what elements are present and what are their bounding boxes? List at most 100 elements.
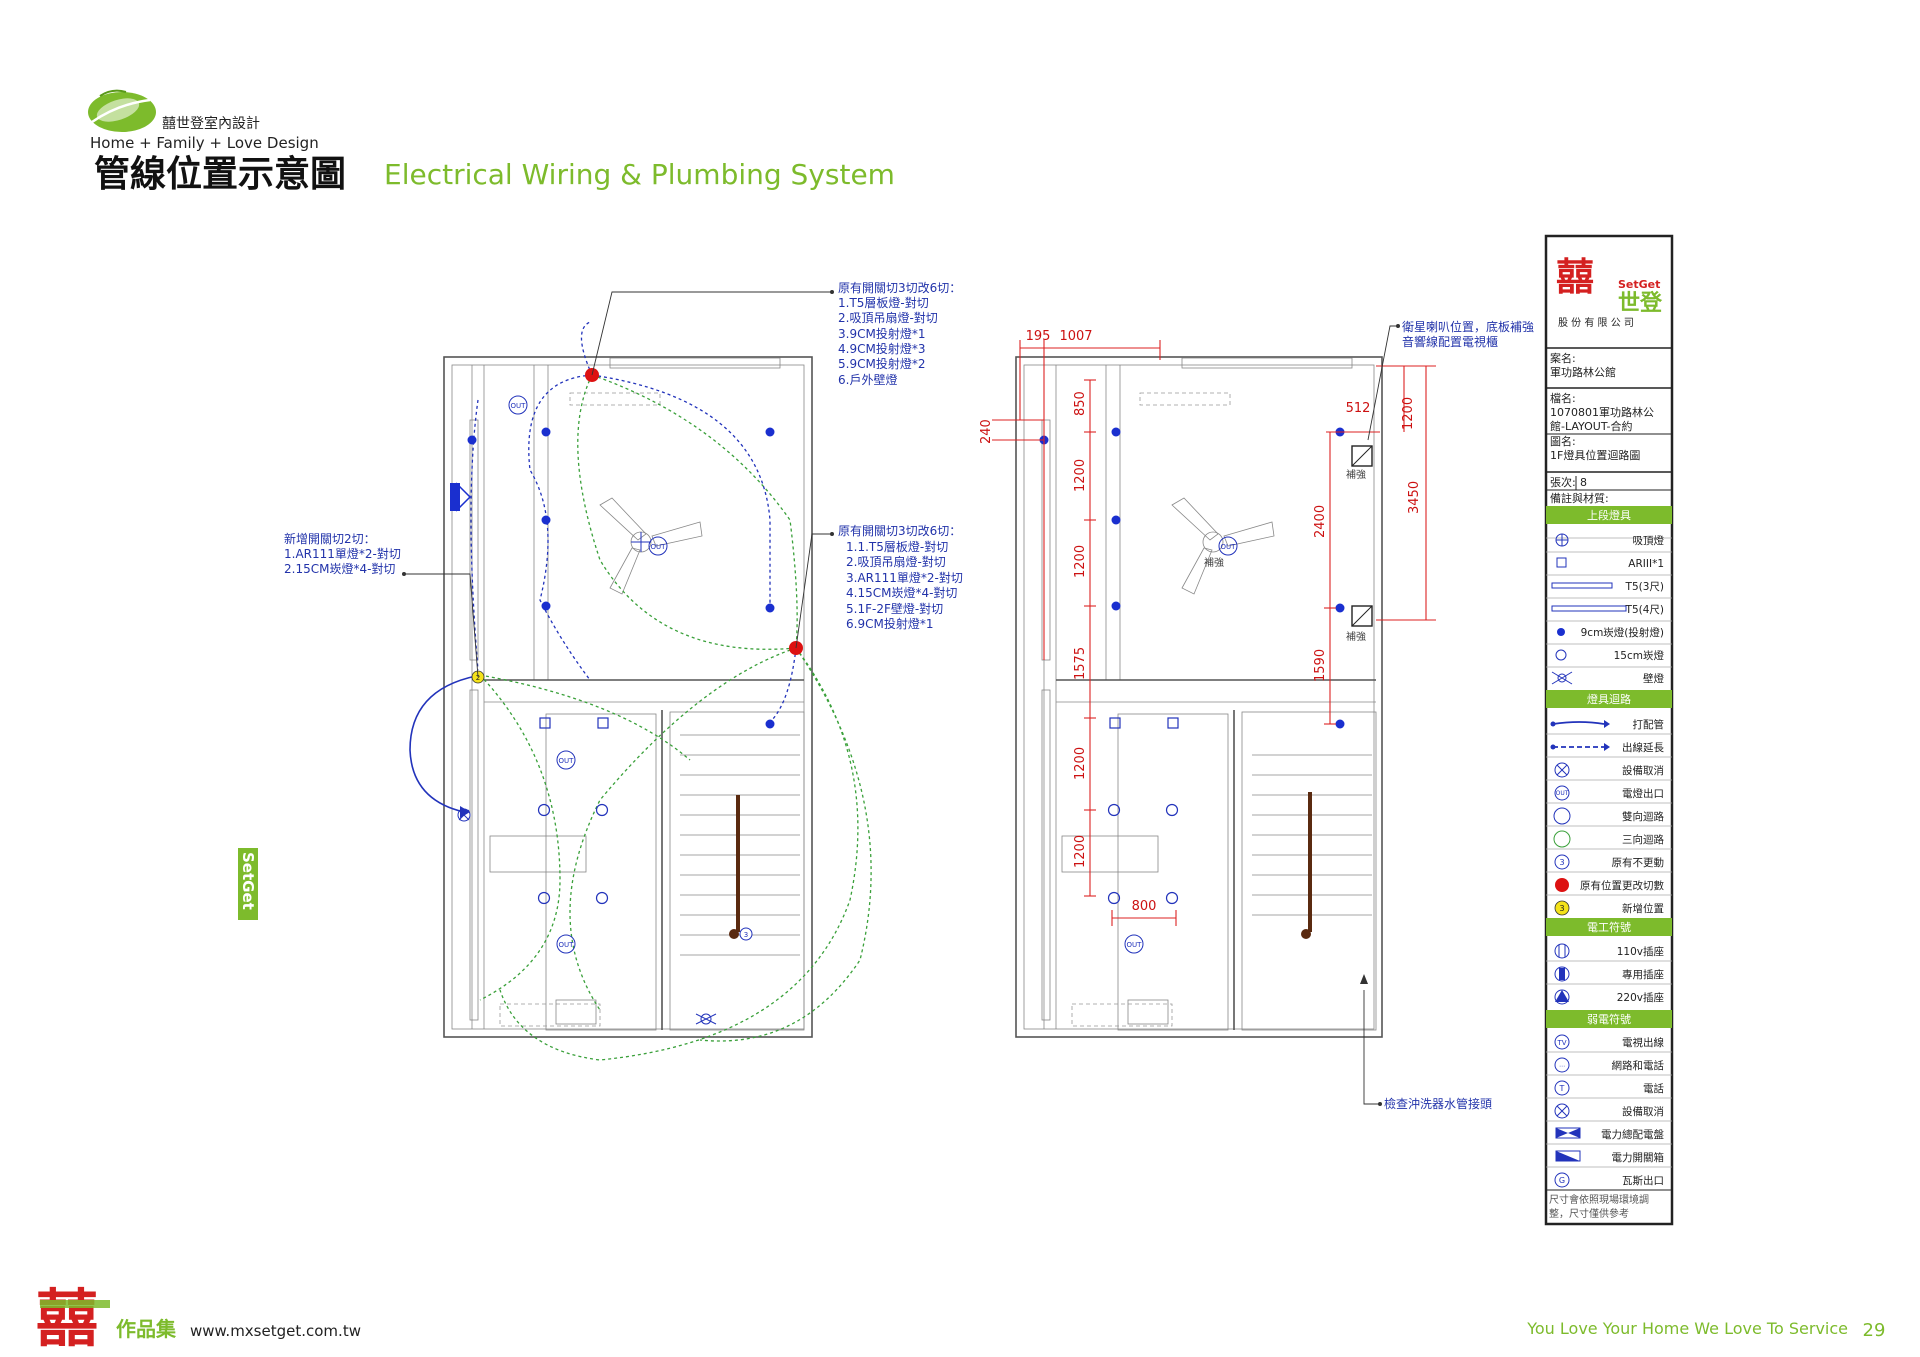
outlet-out-icon: OUT — [508, 395, 528, 415]
page-number: 29 — [1863, 1320, 1886, 1341]
note-line: 3.AR111單燈*2-對切 — [846, 570, 963, 585]
legend-row: 雙向迴路 — [1546, 802, 1672, 825]
legend-row: 9cm崁燈(投射燈) — [1546, 620, 1672, 639]
legend-row: 3 新增位置 — [1546, 894, 1672, 916]
footer-website: www.mxsetget.com.tw — [190, 1322, 361, 1340]
note-line: 2.15CM崁燈*4-對切 — [284, 561, 395, 576]
legend-row: ⋯ 網路和電話 — [1546, 1051, 1672, 1073]
brand-name-en: Home + Family + Love Design — [90, 134, 319, 152]
note-line: 1.AR111單燈*2-對切 — [284, 546, 401, 561]
legend-label: 電燈出口 — [1622, 787, 1664, 800]
legend-row: 電力總配電盤 — [1546, 1120, 1672, 1141]
legend-row: 15cm崁燈 — [1546, 643, 1672, 662]
legend-label: 原有不更動 — [1612, 856, 1665, 869]
brand-name-cn: 囍世登室內設計 — [162, 115, 260, 132]
section-electric: 電工符號 — [1587, 921, 1631, 934]
svg-text:囍: 囍 — [36, 1282, 98, 1355]
dimension-label: 800 — [1132, 899, 1157, 914]
project-value: 軍功路林公館 — [1550, 365, 1616, 379]
section-circuits: 燈具迴路 — [1587, 692, 1631, 706]
footer-note: 尺寸會依照現場環境調 — [1549, 1193, 1649, 1206]
brand-logo — [88, 89, 156, 132]
note-line: 6.9CM投射燈*1 — [846, 616, 933, 631]
drawing-value: 1F燈具位置迴路圖 — [1550, 448, 1640, 462]
svg-text:3: 3 — [1559, 858, 1564, 867]
legend-row: 原有位置更改切數 — [1546, 871, 1672, 892]
stairs-right — [1252, 754, 1372, 939]
legend-row: 專用插座 — [1546, 960, 1672, 982]
dimension-label: 512 — [1346, 401, 1371, 416]
section-fixtures: 上段燈具 — [1587, 508, 1631, 522]
legend-row: 設備取消 — [1546, 1097, 1672, 1119]
file-value: 1070801軍功路林公 — [1550, 405, 1654, 419]
legend-row: 電力開關箱 — [1546, 1143, 1672, 1164]
file-label: 檔名: — [1550, 391, 1576, 405]
note-water: 檢查沖洗器水管接頭 — [1384, 1096, 1492, 1111]
dimension-label: 1200 — [1073, 835, 1088, 868]
note-line: 5.9CM投射燈*2 — [838, 356, 925, 371]
left-floor-plan: OUT OUT OUT OUT — [402, 290, 872, 1061]
legend-row: 打配管 — [1550, 718, 1665, 731]
file-value: 館-LAYOUT-合約 — [1550, 419, 1633, 433]
note-speaker-line: 音響線配置電視櫃 — [1402, 334, 1498, 349]
legend-row: T5(4尺) — [1546, 597, 1672, 616]
dimension-label: 1575 — [1073, 647, 1088, 680]
legend-row: 吸頂燈 — [1546, 533, 1672, 547]
legend-label: ARIII*1 — [1628, 558, 1664, 570]
svg-text:3: 3 — [1559, 904, 1564, 913]
svg-text:OUT: OUT — [511, 402, 527, 410]
speaker-icon — [1351, 605, 1373, 627]
svg-text:3: 3 — [744, 931, 748, 939]
page-title-en: Electrical Wiring & Plumbing System — [384, 158, 895, 191]
legend-row: T5(3尺) — [1546, 574, 1672, 593]
legend-label: 壁燈 — [1643, 672, 1665, 685]
legend-label: 原有位置更改切數 — [1580, 879, 1664, 892]
note-line: 4.15CM崁燈*4-對切 — [846, 585, 957, 600]
svg-text:2: 2 — [476, 674, 480, 682]
legend-label: 三向迴路 — [1622, 833, 1664, 846]
legend-label: 雙向迴路 — [1622, 810, 1664, 823]
note-line: 2.吸頂吊扇燈-對切 — [846, 554, 946, 569]
svg-text:⋯: ⋯ — [1559, 1063, 1565, 1070]
legend-row: ARIII*1 — [1546, 551, 1672, 570]
note-title: 原有開關切3切改6切： — [838, 281, 961, 295]
speaker-icon — [1351, 445, 1373, 467]
legend-label: 電話 — [1643, 1082, 1665, 1095]
ceiling-fan-icon — [599, 497, 703, 595]
legend-label: 電視出線 — [1622, 1036, 1664, 1049]
legend-label: 吸頂燈 — [1633, 534, 1665, 547]
company-logo: 囍 SetGet 世登 — [1556, 254, 1663, 316]
note-line: 1.T5層板燈-對切 — [838, 295, 929, 310]
note-switch-left: 新增開關切2切： 1.AR111單燈*2-對切 2.15CM崁燈*4-對切 — [284, 531, 401, 576]
legend-label: 110v插座 — [1617, 945, 1664, 958]
dimension-label: 1200 — [1073, 459, 1088, 492]
legend-row: 壁燈 — [1546, 666, 1672, 685]
note-switch-top: 原有開關切3切改6切： 1.T5層板燈-對切 2.吸頂吊扇燈-對切 3.9CM投… — [838, 281, 961, 387]
legend-label: 打配管 — [1633, 718, 1665, 731]
note-line: 5.1F-2F壁燈-對切 — [846, 601, 943, 616]
legend-label: 瓦斯出口 — [1622, 1174, 1664, 1187]
legend-row: 出線延長 — [1546, 733, 1672, 754]
svg-text:OUT: OUT — [559, 941, 575, 949]
svg-text:OUT: OUT — [1556, 790, 1569, 797]
page-title-cn: 管線位置示意圖 — [94, 153, 346, 195]
dimension-label: 1200 — [1073, 747, 1088, 780]
remarks-label: 備註與材質: — [1550, 491, 1609, 505]
dimension-label: 1200 — [1073, 545, 1088, 578]
dimension-label: 240 — [979, 419, 994, 444]
stairs-left — [680, 734, 800, 956]
note-switch-right: 原有開關切3切改6切： 1.1.T5層板燈-對切 2.吸頂吊扇燈-對切 3.AR… — [838, 524, 963, 631]
legend-label: T5(3尺) — [1625, 581, 1664, 593]
wall-light-icon — [695, 1013, 717, 1025]
reinforce-label: 補強 — [1346, 630, 1366, 643]
svg-text:OUT: OUT — [1127, 941, 1143, 949]
note-line: 1.1.T5層板燈-對切 — [846, 539, 948, 554]
legend-row: 110v插座 — [1554, 943, 1664, 959]
switch-existing-marker: 3 — [739, 927, 753, 941]
legend-label: T5(4尺) — [1625, 604, 1664, 616]
svg-text:T: T — [1559, 1084, 1565, 1093]
legend-label: 220v插座 — [1617, 991, 1664, 1004]
dimension-label: 3450 — [1407, 481, 1422, 514]
note-line: 3.9CM投射燈*1 — [838, 326, 925, 341]
dimension-label: 850 — [1073, 391, 1088, 416]
